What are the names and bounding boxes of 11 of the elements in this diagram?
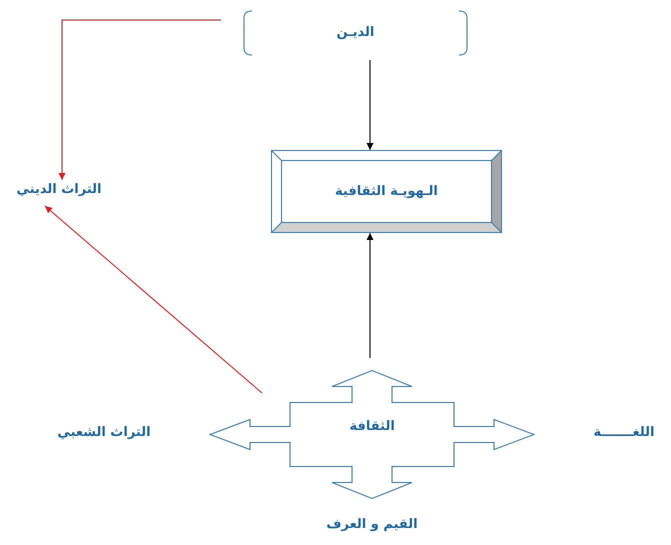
- box-label: الديـن: [336, 25, 374, 41]
- box-label: الـهويـة الثقافية: [335, 184, 438, 200]
- text-label: التراث الشعبي: [44, 425, 164, 445]
- arrow: [366, 232, 374, 358]
- text-label: التراث الديني: [4, 182, 114, 202]
- arrow: [44, 206, 262, 394]
- text-label: القيم و العرف: [307, 517, 437, 537]
- arrow: [58, 20, 222, 180]
- arrow: [366, 60, 374, 150]
- text-label: اللغـــــــة: [580, 425, 668, 445]
- shape-label: الثقافة: [350, 418, 395, 434]
